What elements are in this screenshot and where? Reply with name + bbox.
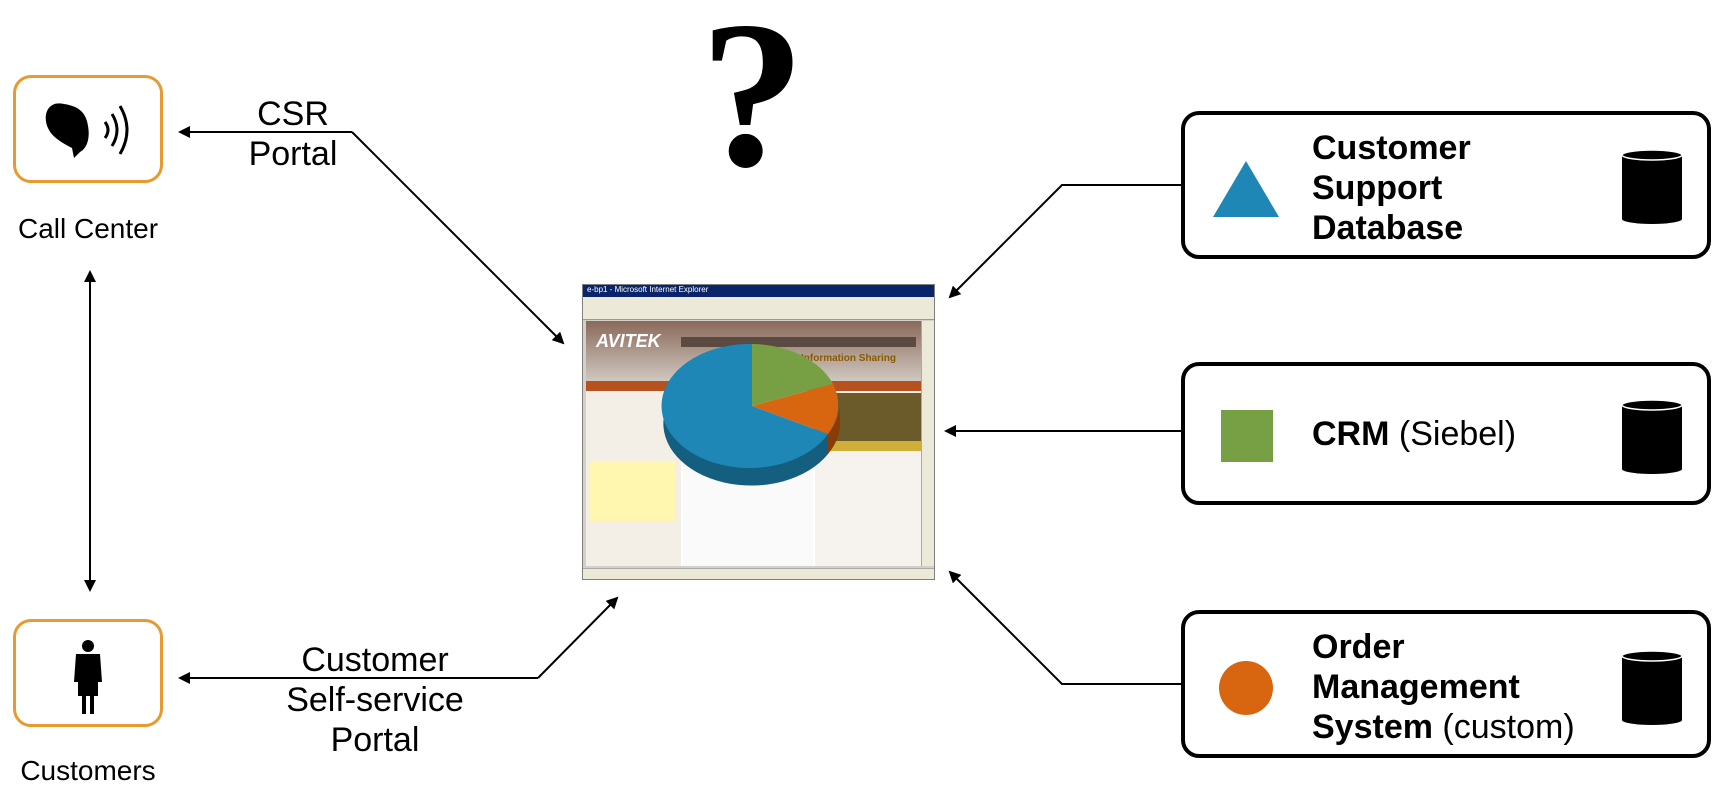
crm-box: CRM (Siebel) bbox=[1181, 362, 1711, 505]
csr-portal-arrow-to-screenshot bbox=[351, 131, 565, 345]
pie-side-orange bbox=[828, 406, 840, 454]
database-cylinder-icon bbox=[1621, 149, 1683, 224]
order-mgmt-arrow bbox=[948, 570, 1181, 685]
portal-promo-strip bbox=[815, 441, 921, 451]
menu-bar bbox=[583, 297, 934, 307]
pie-slice-blue bbox=[661, 343, 828, 468]
status-bar bbox=[583, 568, 934, 579]
order-management-system-box: Order Management System (custom) bbox=[1181, 610, 1711, 758]
crm-name: CRM (Siebel) bbox=[1312, 414, 1516, 454]
pie-chart bbox=[661, 343, 840, 486]
database-cylinder-icon bbox=[1621, 650, 1683, 725]
pie-slice-orange bbox=[752, 384, 839, 434]
customer-support-database-box: Customer Support Database bbox=[1181, 111, 1711, 259]
portal-logo: AVITEK bbox=[596, 331, 661, 351]
order-management-system-name: Order Management System (custom) bbox=[1312, 627, 1575, 747]
system-name-suffix: (Siebel) bbox=[1398, 415, 1517, 453]
pie-slice-green bbox=[752, 344, 833, 406]
system-name-line: Database bbox=[1312, 209, 1464, 247]
csr-portal-label: CSR Portal bbox=[228, 94, 358, 174]
system-name-line: Customer bbox=[1312, 129, 1471, 167]
customer-support-database-name: Customer Support Database bbox=[1312, 128, 1471, 248]
system-name-suffix: (custom) bbox=[1442, 708, 1575, 746]
csr-portal-line-1: CSR bbox=[257, 95, 329, 133]
square-icon bbox=[1221, 410, 1273, 462]
person-icon bbox=[74, 640, 102, 714]
portal-tabs bbox=[681, 337, 916, 347]
window-title: e-bp1 - Microsoft Internet Explorer bbox=[583, 285, 934, 297]
system-name-line: CRM bbox=[1312, 415, 1390, 453]
system-name-line: System bbox=[1312, 708, 1433, 746]
pie-side-blue bbox=[663, 396, 828, 486]
system-name-line: Support bbox=[1312, 169, 1443, 207]
scrollbar bbox=[921, 321, 934, 566]
system-name-line: Order bbox=[1312, 628, 1405, 666]
question-mark: ? bbox=[700, 0, 805, 211]
customer-portal-line-1: Customer bbox=[301, 641, 449, 679]
customer-portal-line-3: Portal bbox=[330, 721, 420, 759]
triangle-icon bbox=[1213, 161, 1279, 217]
call-center-box bbox=[13, 75, 163, 183]
customer-portal-line-2: Self-service bbox=[286, 681, 464, 719]
toolbar bbox=[583, 307, 934, 320]
support-db-arrow bbox=[948, 184, 1181, 299]
customers-label: Customers bbox=[20, 755, 156, 786]
customer-portal-arrow-to-screenshot bbox=[537, 596, 619, 679]
call-center-label: Call Center bbox=[17, 213, 159, 244]
customer-portal-label: Customer Self-service Portal bbox=[265, 640, 485, 760]
portal-slogan: Information Sharing bbox=[801, 353, 896, 364]
database-cylinder-icon bbox=[1621, 399, 1683, 474]
system-name-line: Management bbox=[1312, 668, 1520, 706]
speaking-head-icon bbox=[45, 103, 129, 158]
portal-yellow-panel bbox=[590, 461, 675, 521]
circle-icon bbox=[1219, 661, 1273, 715]
csr-portal-line-2: Portal bbox=[248, 135, 338, 173]
customers-box bbox=[13, 619, 163, 727]
